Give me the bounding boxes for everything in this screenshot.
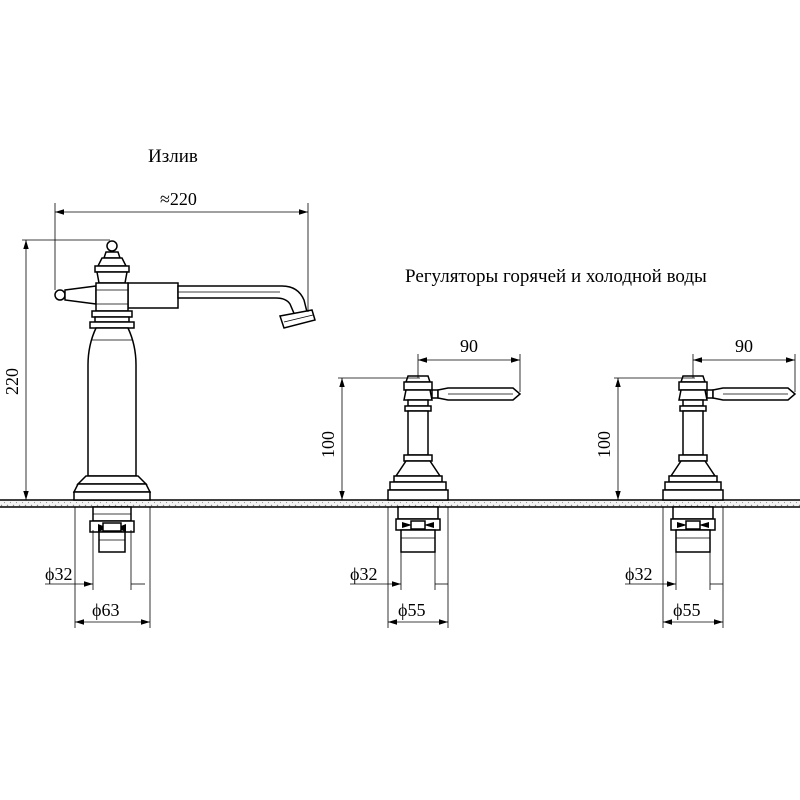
spout-title: Излив [148, 146, 198, 167]
right-valve-base-diameter-label: ϕ55 [673, 600, 700, 620]
left-valve-base-diameter-dimension: ϕ55 [387, 507, 449, 628]
left-valve [387, 375, 521, 553]
right-valve-base-diameter-dimension: ϕ55 [662, 507, 724, 628]
right-valve-height-dimension: 100 [594, 377, 695, 500]
spout-height-dimension: 220 [2, 239, 110, 501]
right-valve-reach-label: 90 [735, 336, 753, 356]
left-valve-inner-diameter-label: ϕ32 [350, 564, 377, 584]
right-valve-height-label: 100 [594, 431, 614, 458]
spout-reach-label: ≈220 [160, 189, 197, 209]
countertop [0, 499, 800, 508]
right-valve [662, 375, 796, 553]
valves-title: Регуляторы горячей и холодной воды [405, 266, 707, 287]
spout-faucet [54, 240, 316, 553]
left-valve-height-dimension: 100 [318, 377, 420, 500]
spout-base-diameter-label: ϕ63 [92, 600, 119, 620]
left-valve-base-diameter-label: ϕ55 [398, 600, 425, 620]
spout-inner-diameter-dimension: ϕ32 [45, 530, 145, 590]
right-valve-inner-diameter-label: ϕ32 [625, 564, 652, 584]
left-valve-height-label: 100 [318, 431, 338, 458]
spout-reach-dimension: ≈220 [54, 189, 309, 312]
spout-base-diameter-dimension: ϕ63 [74, 507, 151, 628]
left-valve-inner-diameter-dimension: ϕ32 [350, 530, 448, 590]
right-valve-reach-dimension: 90 [692, 336, 796, 392]
right-valve-inner-diameter-dimension: ϕ32 [625, 530, 723, 590]
spout-inner-diameter-label: ϕ32 [45, 564, 72, 584]
left-valve-reach-dimension: 90 [417, 336, 521, 392]
spout-height-label: 220 [2, 368, 22, 395]
left-valve-reach-label: 90 [460, 336, 478, 356]
